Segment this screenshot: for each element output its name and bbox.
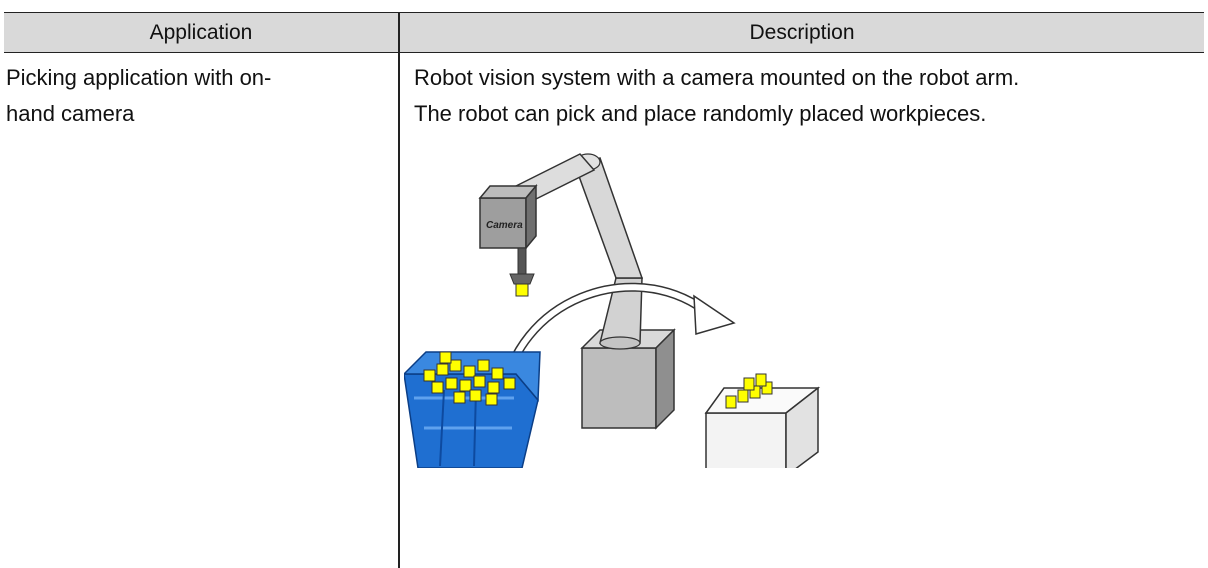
- application-table: Application Description Picking applicat…: [4, 12, 1204, 568]
- column-divider: [398, 12, 400, 568]
- application-line-2: hand camera: [6, 101, 135, 126]
- parts-bin: [404, 351, 541, 468]
- description-cell: Robot vision system with a camera mounte…: [414, 60, 1204, 132]
- description-line-2: The robot can pick and place randomly pl…: [414, 101, 987, 126]
- table-header-row: Application Description: [4, 12, 1204, 53]
- header-application: Application: [149, 21, 253, 44]
- camera-label: Camera: [486, 220, 523, 231]
- application-cell: Picking application with on- hand camera: [6, 60, 386, 132]
- description-line-1: Robot vision system with a camera mounte…: [414, 65, 1020, 90]
- header-description: Description: [749, 21, 855, 44]
- placement-table: [704, 373, 821, 468]
- robot-arm: [508, 153, 644, 350]
- robot-picking-illustration: Camera: [404, 153, 821, 468]
- camera-icon: Camera: [478, 183, 538, 297]
- application-line-1: Picking application with on-: [6, 65, 272, 90]
